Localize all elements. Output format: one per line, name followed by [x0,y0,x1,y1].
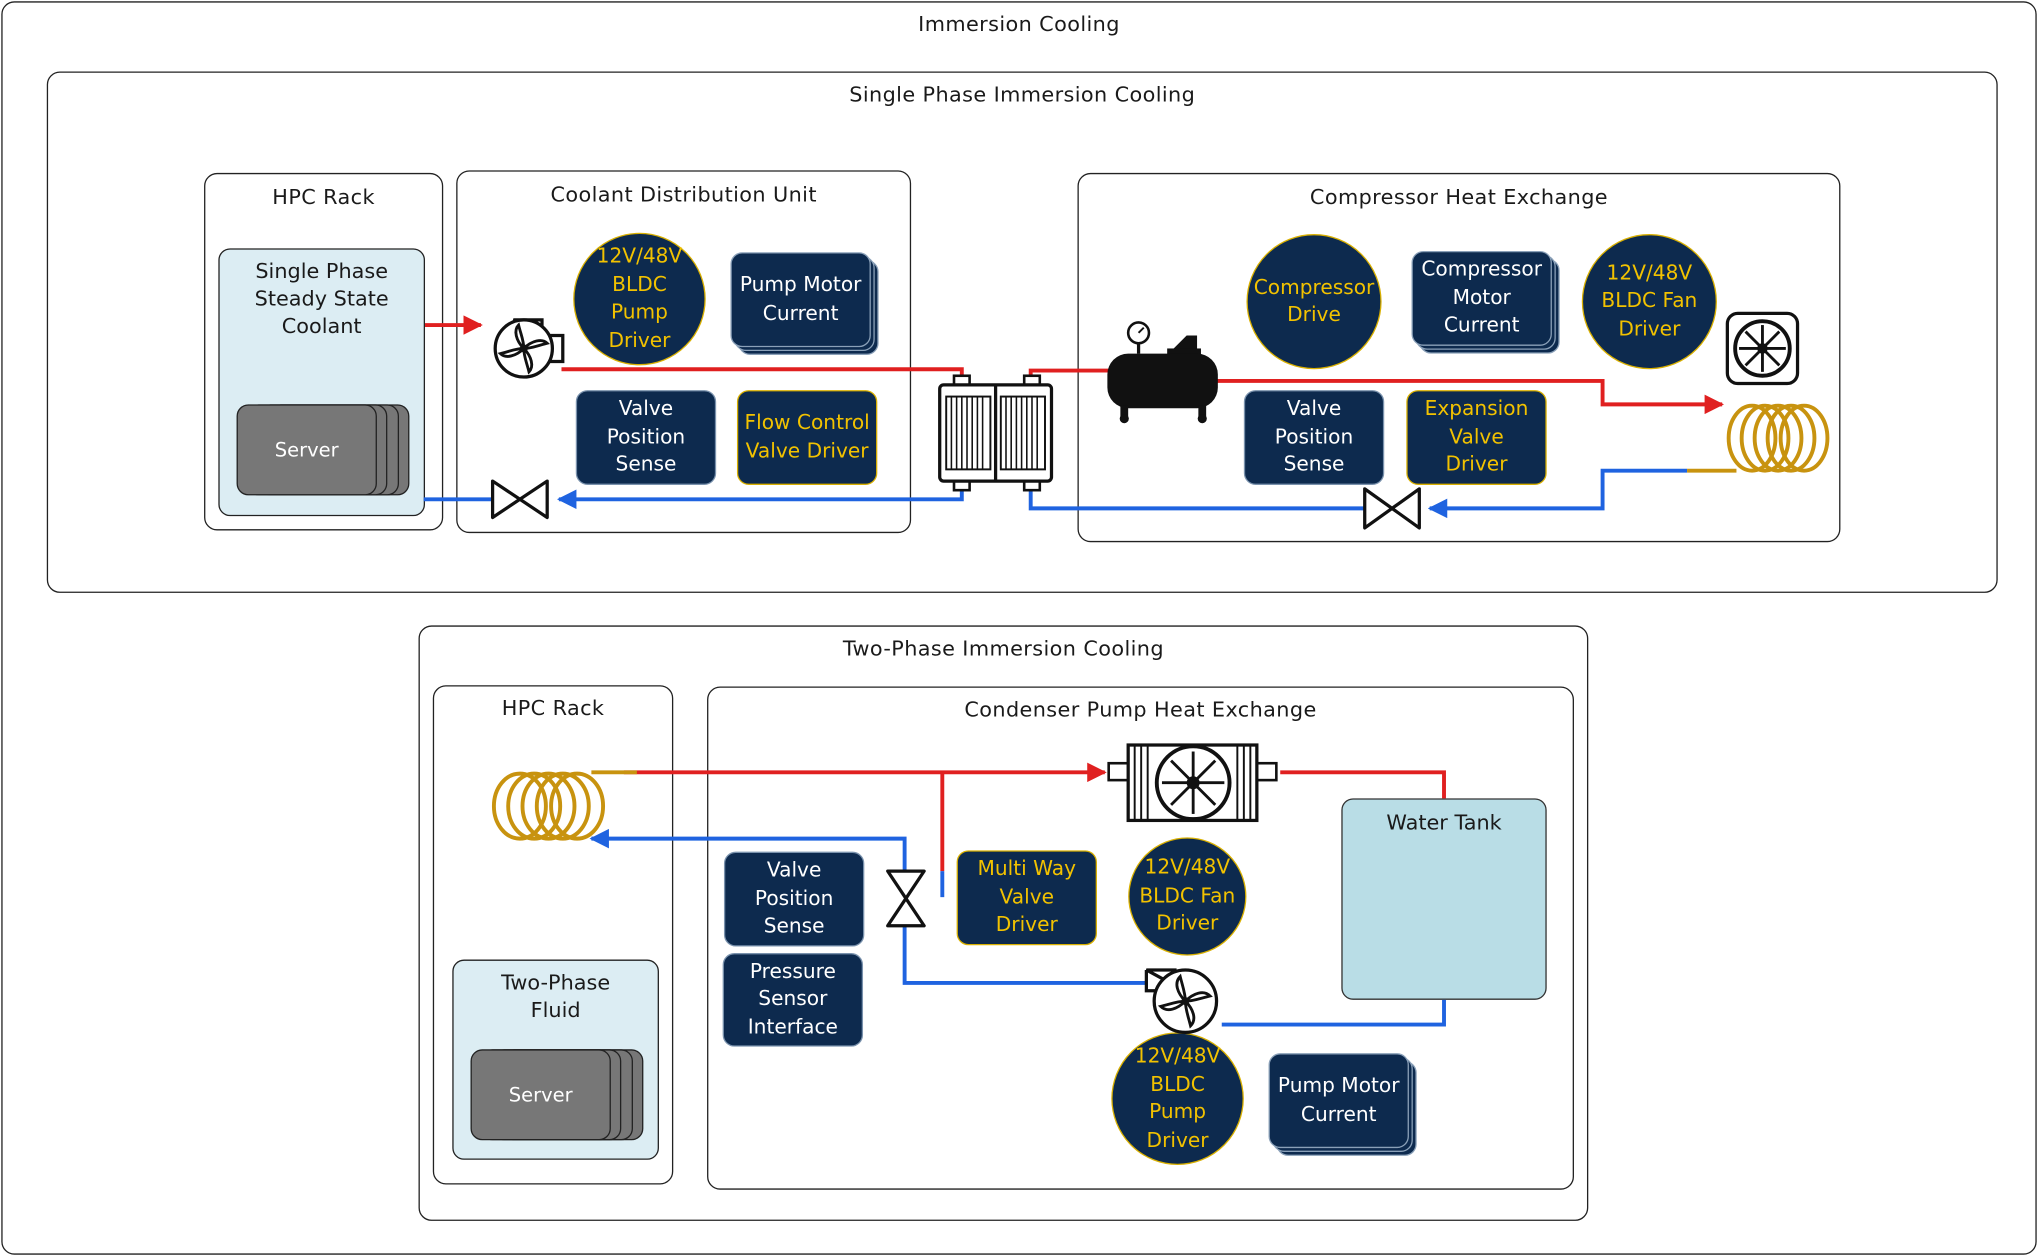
heat-exchanger-icon [938,374,1054,492]
sp-coolant-label: Single Phase Steady State Coolant [254,258,389,339]
condenser-title: Condenser Pump Heat Exchange [964,696,1317,722]
compressor-drive: Compressor Drive [1246,234,1382,370]
cdu-pump-driver: 12V/48V BLDC Pump Driver [573,232,706,366]
compressor-icon [1107,321,1218,424]
sp-cdu-valve-icon [490,479,549,520]
tp-hpc-rack-title: HPC Rack [501,695,605,721]
multi-way-valve-icon [886,869,926,928]
sp-coil-icon [1687,403,1830,473]
server-card [470,1049,611,1141]
pressure-sensor-interface: Pressure Sensor Interface [722,953,864,1047]
tp-pump-driver: 12V/48V BLDC Pump Driver [1111,1032,1244,1165]
cdu-valve-position-sense: Valve Position Sense [575,390,717,485]
multi-way-valve-driver: Multi Way Valve Driver [956,850,1097,946]
server-card [236,404,377,496]
water-tank: Water Tank [1341,798,1547,1000]
single-phase-title: Single Phase Immersion Cooling [849,81,1196,107]
sp-server-stack: Server [236,404,410,496]
tp-hot-pipes [623,762,1446,872]
tp-valve-position-sense: Valve Position Sense [723,851,865,947]
sp-server-label: Server [274,438,339,462]
tp-server-stack: Server [470,1049,644,1141]
cdu-flow-control-valve-driver: Flow Control Valve Driver [736,390,878,485]
sp-cold-pipes [423,468,1688,519]
expansion-valve-driver: Expansion Valve Driver [1406,390,1547,485]
cdu-title: Coolant Distribution Unit [550,182,817,207]
condenser-fan-icon [1107,743,1278,823]
expansion-valve-icon [1363,487,1421,530]
tp-server-label: Server [508,1083,573,1107]
tp-pump-icon [1144,968,1219,1034]
cdu-pump-motor-current: Pump Motor Current [730,252,879,356]
cdu-pump-motor-current-label: Pump Motor Current [730,252,871,348]
tp-coil-icon [491,770,637,841]
tp-pump-motor-current-label: Pump Motor Current [1268,1053,1409,1149]
sp-hpc-rack-title: HPC Rack [272,184,375,210]
compressor-motor-current: Compressor Motor Current [1411,250,1563,355]
sp-fan-icon [1725,311,1800,386]
outer-title: Immersion Cooling [918,11,1120,37]
tp-fan-driver: 12V/48V BLDC Fan Driver [1128,837,1247,956]
tp-fluid-label: Two-Phase Fluid [501,969,611,1022]
sp-pump-icon [493,318,565,379]
sp-fan-driver: 12V/48V BLDC Fan Driver [1581,234,1717,370]
tp-cold-pipes [589,828,1446,1027]
two-phase-title: Two-Phase Immersion Cooling [842,635,1164,661]
chx-valve-position-sense: Valve Position Sense [1243,390,1385,485]
compressor-hx-title: Compressor Heat Exchange [1309,184,1608,210]
sp-hot-pipes [425,315,1725,415]
compressor-motor-current-label: Compressor Motor Current [1411,250,1552,346]
water-tank-label: Water Tank [1386,810,1502,835]
tp-pump-motor-current: Pump Motor Current [1268,1053,1420,1157]
